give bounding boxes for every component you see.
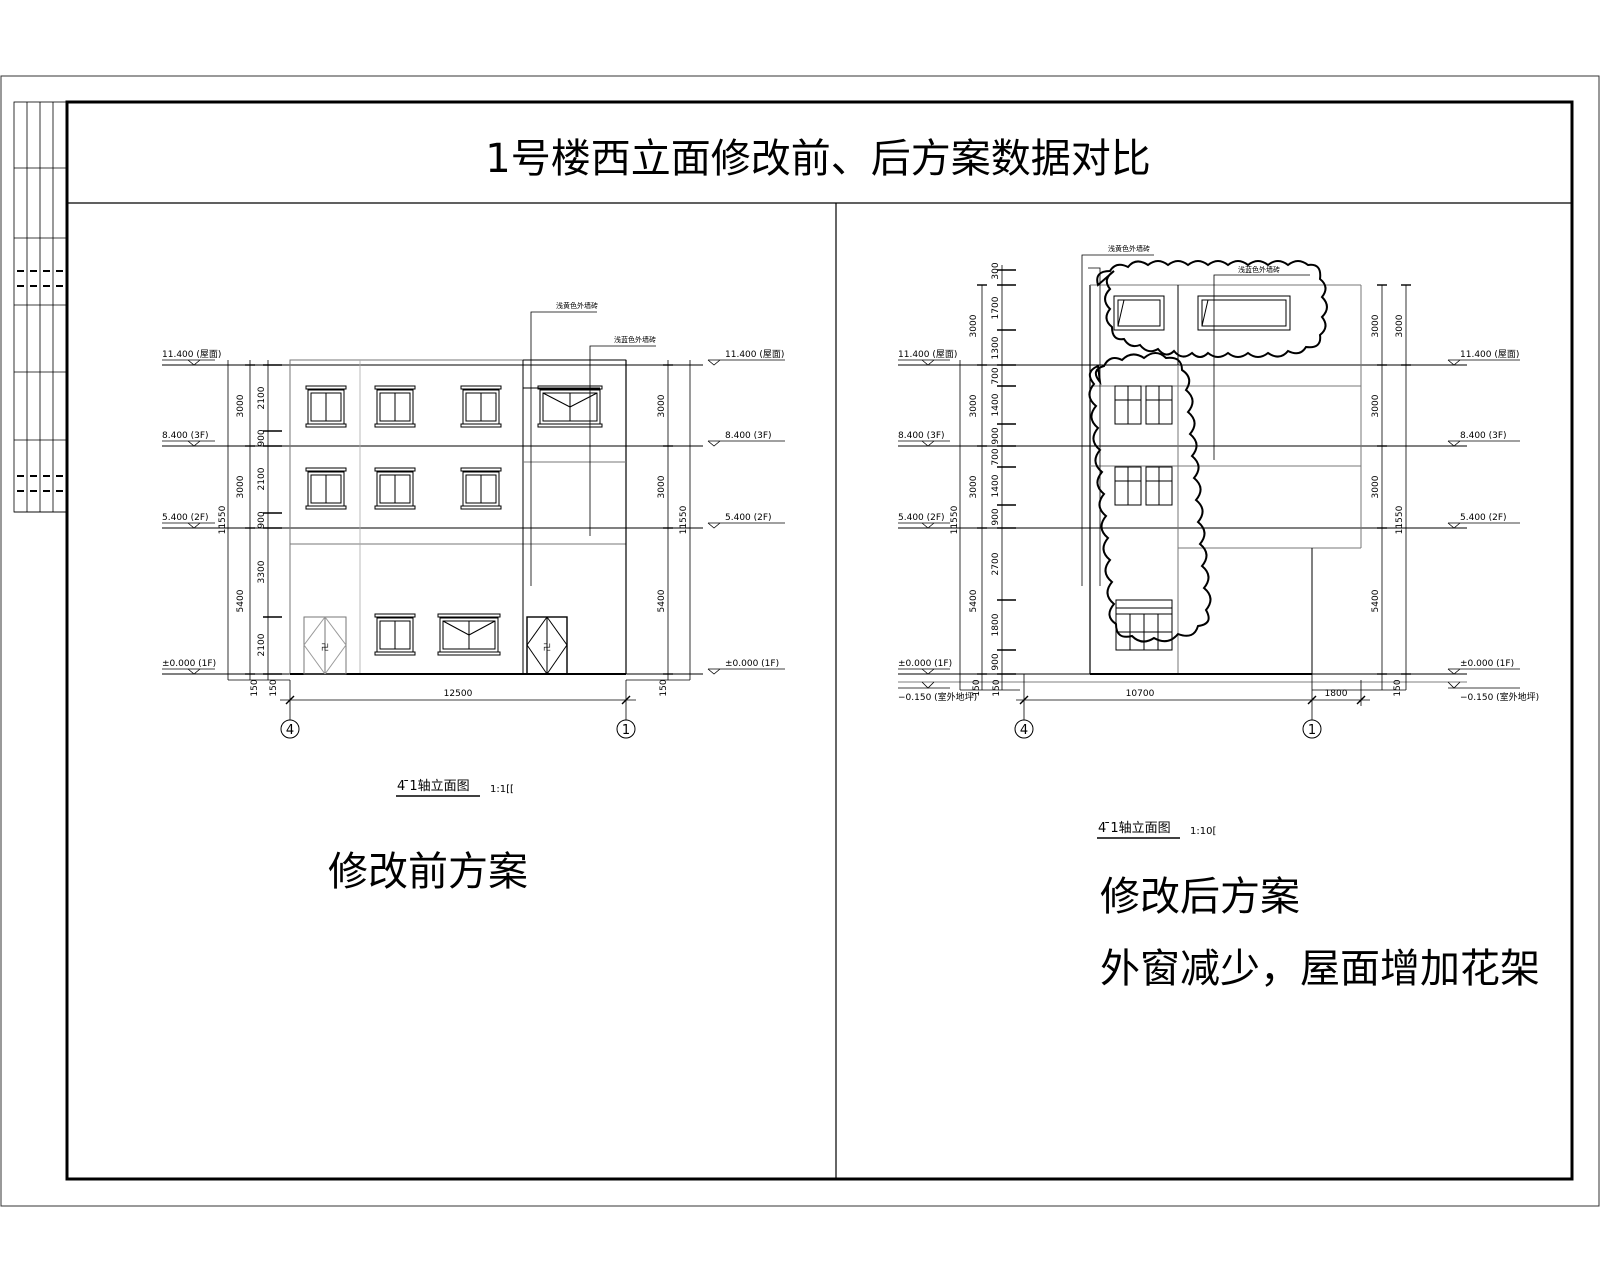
dim-after-inner-10: 1800 [991,613,1001,636]
dim-before-inner-1: 900 [257,429,267,446]
level-label-roof-right-after: 11.400 (屋面) [1460,349,1519,360]
level-label-1f-right: ±0.000 (1F) [725,659,779,669]
dim-after-horizontal-2: 1800 [1325,689,1348,699]
binding-strip-marks [17,270,63,492]
level-label-1f-left-after: ±0.000 (1F) [898,659,952,669]
axis-bubble-after-4 [1014,719,1034,739]
dim-before-horizontal: 12500 [444,689,473,699]
drawing-scale-before: 1:1[[ [490,784,514,795]
dim-after-right-outer-1: 11550 [1395,505,1405,534]
note-yellow-tile: 浅黄色外墙砖 [556,301,598,310]
level-label-1f-right-after: ±0.000 (1F) [1460,659,1514,669]
elevation-before: 卍 卍 浅黄色外墙砖 浅蓝色外墙砖 11.400 (屋面) 8.400 (3F)… [162,301,785,895]
note-blue-tile: 浅蓝色外墙砖 [614,335,656,344]
dim-after-inner-11: 900 [991,653,1001,670]
dim-after-outer-left: 11550 [950,505,960,534]
dim-before-mid-left-2: 5400 [236,589,246,612]
axis-label-before-4: 4 [286,723,294,738]
dim-after-inner-3: 700 [991,367,1001,384]
dim-before-mid-right-2: 5400 [657,589,667,612]
dim-after-base-right: 150 [1393,679,1403,696]
dim-before-inner-5: 2100 [257,633,267,656]
axis-bubble-after-1 [1302,719,1322,739]
dim-after-inner-8: 900 [991,508,1001,525]
dim-before-outer-left: 11550 [218,505,228,534]
revision-cloud-windows [1088,352,1212,643]
dim-before-inner-0: 2100 [257,386,267,409]
note-blue-tile-after: 浅蓝色外墙砖 [1238,265,1280,274]
level-label-3f-left-after: 8.400 (3F) [898,431,945,441]
dim-after-inner-7: 1400 [991,474,1001,497]
dim-before-inner-3: 900 [257,511,267,528]
dim-after-mid-left-3: 5400 [969,589,979,612]
axis-label-after-4: 4 [1020,723,1028,738]
axis-label-before-1: 1 [622,723,630,738]
axis-bubble-before-1 [616,719,636,739]
level-label-1f-left: ±0.000 (1F) [162,659,216,669]
caption-after-2: 外窗减少，屋面增加花架 [1100,946,1540,992]
dim-before-base-right: 150 [659,679,669,696]
dim-after-right-inner-3: 5400 [1371,589,1381,612]
level-label-2f-left-after: 5.400 (2F) [898,513,945,523]
level-markers-right-after [1447,359,1520,689]
dim-after-inner-2: 1300 [991,336,1001,359]
level-label-2f-right: 5.400 (2F) [725,513,772,523]
door-mark-1: 卍 [321,643,329,652]
dim-after-inner-1: 1700 [991,296,1001,319]
dim-after-right-inner-1: 3000 [1371,394,1381,417]
dim-after-inner-9: 2700 [991,552,1001,575]
axis-bubble-before-4 [280,719,300,739]
level-markers-left-after [898,359,950,689]
dim-after-right-outer-0: 3000 [1395,314,1405,337]
drawing-title-after: 4 ̄1轴立面图 [1098,821,1171,836]
level-label-3f-right-after: 8.400 (3F) [1460,431,1507,441]
dim-after-mid-left-0: 3000 [969,314,979,337]
level-label-roof-right: 11.400 (屋面) [725,349,784,360]
level-label-3f-left: 8.400 (3F) [162,431,209,441]
dim-after-base-left-1: 150 [992,679,1002,696]
dim-before-mid-left-0: 3000 [236,394,246,417]
level-label-2f-left: 5.400 (2F) [162,513,209,523]
drawing-title-before: 4 ̄1轴立面图 [397,779,470,794]
dim-after-mid-left-1: 3000 [969,394,979,417]
level-label-2f-right-after: 5.400 (2F) [1460,513,1507,523]
level-label-3f-right: 8.400 (3F) [725,431,772,441]
dim-after-base-left-0: 150 [972,679,982,696]
dim-before-inner-4: 3300 [257,560,267,583]
level-label-ground-right-after: −0.150 (室外地坪) [1460,691,1539,703]
caption-before: 修改前方案 [328,849,528,895]
level-markers-right [707,359,785,675]
door-mark-2: 卍 [543,643,551,652]
note-yellow-tile-after: 浅黄色外墙砖 [1108,244,1150,253]
level-label-ground-left-after: −0.150 (室外地坪) [898,691,977,703]
dim-after-inner-0: 300 [991,262,1001,279]
dim-before-mid-left-1: 3000 [236,475,246,498]
dim-before-inner-2: 2100 [257,467,267,490]
binding-strip [13,101,67,513]
level-label-roof-left: 11.400 (屋面) [162,349,221,360]
axis-label-after-1: 1 [1308,723,1316,738]
revision-cloud-pergola [1096,260,1328,358]
elevation-after: 浅黄色外墙砖 浅蓝色外墙砖 11.400 (屋面) 8.400 (3F) 5.4… [898,244,1540,992]
dim-after-inner-6: 700 [991,448,1001,465]
level-markers-left [162,359,215,675]
caption-after-1: 修改后方案 [1100,874,1300,920]
drawing-scale-after: 1:10[ [1190,826,1216,837]
dim-after-inner-4: 1400 [991,393,1001,416]
dim-before-mid-right-0: 3000 [657,394,667,417]
dim-before-base-left-1: 150 [269,679,279,696]
dim-after-horizontal-1: 10700 [1126,689,1155,699]
main-frame [65,100,1574,1181]
dim-before-mid-right-1: 3000 [657,475,667,498]
dim-before-base-left-0: 150 [250,679,260,696]
dim-after-right-inner-2: 3000 [1371,475,1381,498]
dim-after-right-inner-0: 3000 [1371,314,1381,337]
dim-before-outer-right: 11550 [679,505,689,534]
sheet-title: 1号楼西立面修改前、后方案数据对比 [485,136,1150,182]
dim-after-mid-left-2: 3000 [969,475,979,498]
level-label-roof-left-after: 11.400 (屋面) [898,349,957,360]
dim-after-inner-5: 900 [991,427,1001,444]
paper-border [0,75,1600,1207]
